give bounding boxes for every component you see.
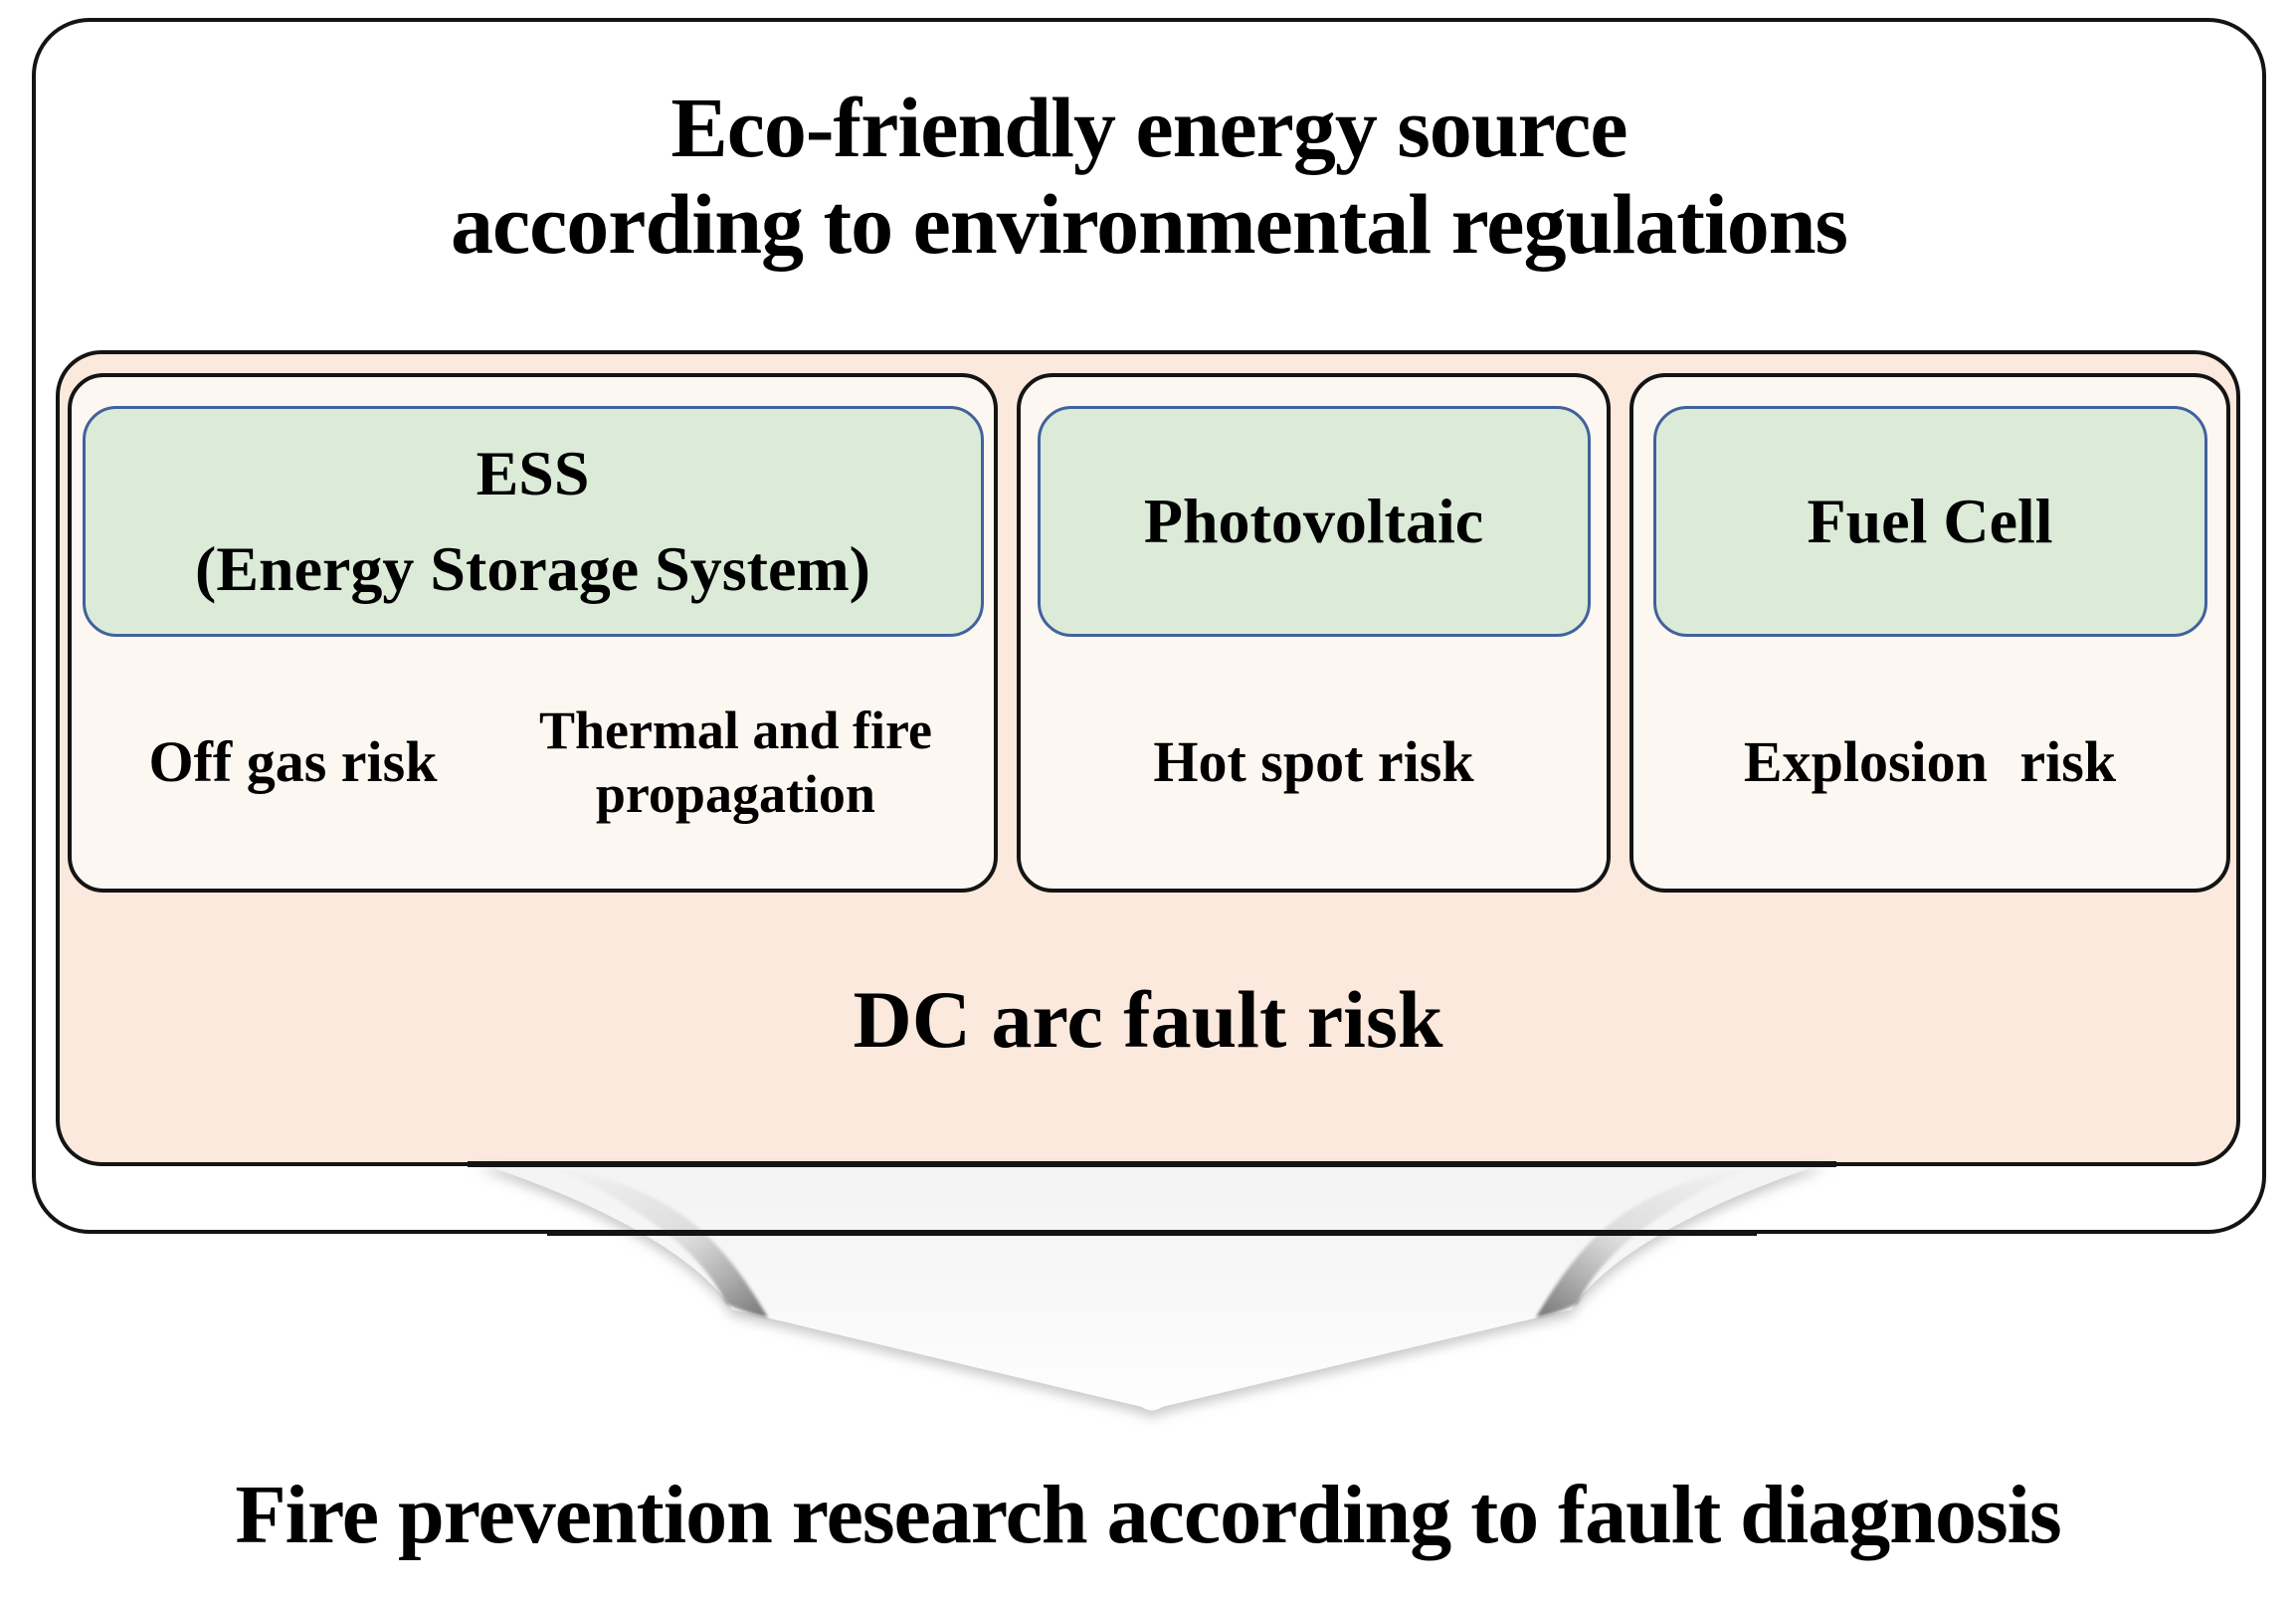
card-ess: ESS (Energy Storage System) Off gas risk… (68, 373, 998, 893)
ess-label-box: ESS (Energy Storage System) (82, 406, 984, 637)
ess-label-line2: (Energy Storage System) (195, 533, 870, 604)
fuel-cell-label-box: Fuel Cell (1652, 406, 2207, 637)
panel-title-line1: Eco-friendly energy source (670, 80, 1627, 175)
fuel-cell-label: Fuel Cell (1807, 486, 2053, 556)
card-photovoltaic: Photovoltaic Hot spot risk (1017, 373, 1611, 893)
explosion-risk-label: Explosion risk (1743, 729, 2117, 795)
energy-source-cards: ESS (Energy Storage System) Off gas risk… (68, 373, 2230, 893)
ess-risks: Off gas risk Thermal and fire propagatio… (72, 637, 994, 889)
panel-title-line2: according to environmental regulations (450, 176, 1848, 273)
dc-arc-fault-risk-label: DC arc fault risk (853, 973, 1443, 1065)
fuel-cell-risks: Explosion risk (1633, 637, 2226, 889)
eco-energy-panel: Eco-friendly energy source according to … (32, 18, 2266, 1234)
off-gas-risk-label: Off gas risk (148, 729, 438, 795)
conclusion-text: Fire prevention research according to fa… (235, 1469, 2061, 1561)
panel-title: Eco-friendly energy source according to … (36, 80, 2262, 273)
photovoltaic-risks: Hot spot risk (1021, 637, 1607, 889)
thermal-fire-propagation-label: Thermal and fire propagation (538, 700, 932, 824)
photovoltaic-label: Photovoltaic (1143, 486, 1484, 556)
card-fuel-cell: Fuel Cell Explosion risk (1629, 373, 2230, 893)
hot-spot-risk-label: Hot spot risk (1153, 729, 1474, 795)
risk-group-container: ESS (Energy Storage System) Off gas risk… (56, 350, 2240, 1166)
ess-label-line1: ESS (476, 438, 590, 508)
photovoltaic-label-box: Photovoltaic (1037, 406, 1591, 637)
